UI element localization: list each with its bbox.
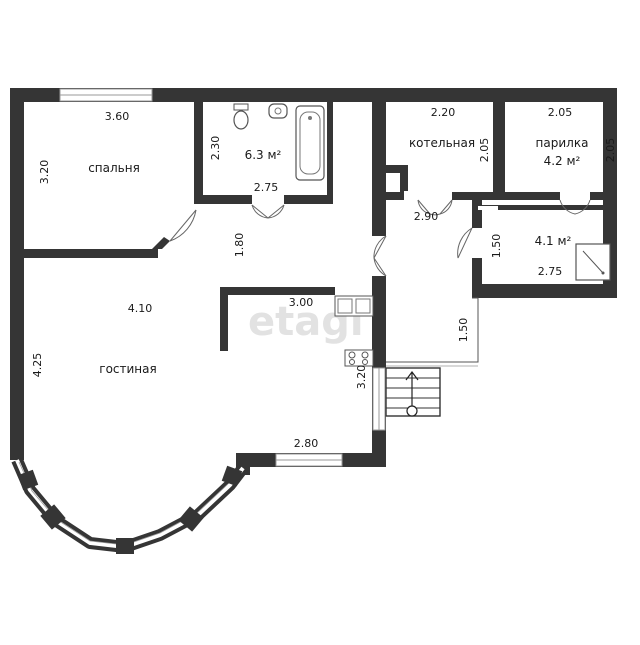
room-label-living: гостиная [99,362,156,376]
windows [59,88,386,467]
room-label-bedroom: спальня [88,161,140,175]
shower-icon [575,243,611,281]
room-area-shower: 4.1 м² [535,234,572,248]
dim-bath-left: 2.30 [209,136,222,161]
room-label-sauna: парилка [536,136,589,150]
dim-sauna-top: 2.05 [548,106,573,119]
dim-living-right: 3.20 [355,365,368,390]
dim-shower-left: 1.50 [490,234,503,259]
dim-sauna-right: 2.05 [604,138,617,163]
dim-bedroom-top: 3.60 [105,110,130,123]
dim-bedroom-left: 3.20 [38,160,51,185]
dim-living-bottom: 2.80 [294,437,319,450]
sink-icon [268,103,288,119]
door-openings [252,191,590,276]
dim-corridor-right: 1.50 [457,318,470,343]
dim-hall-top: 2.90 [414,210,439,223]
dim-living-top: 4.10 [128,302,153,315]
dim-bath-bottom: 2.75 [254,181,279,194]
dim-corridor-left: 1.80 [233,233,246,258]
bathtub-icon [295,105,325,181]
dim-living-left: 4.25 [31,353,44,378]
dim-shower-bottom: 2.75 [538,265,563,278]
room-area-sauna: 4.2 м² [544,154,581,168]
stove-icon [344,349,374,367]
kitchen-sink-icon [334,295,374,317]
dim-boiler-right: 2.05 [478,138,491,163]
bay-window-wall [11,457,248,554]
stairs[interactable] [385,367,441,417]
toilet-icon [233,103,249,130]
room-area-bathroom: 6.3 м² [245,148,282,162]
door-swings [169,199,591,277]
corridor-outline [386,297,479,367]
dim-boiler-top: 2.20 [431,106,456,119]
room-label-boiler: котельная [409,136,475,150]
dim-kitchen-top: 3.00 [289,296,314,309]
